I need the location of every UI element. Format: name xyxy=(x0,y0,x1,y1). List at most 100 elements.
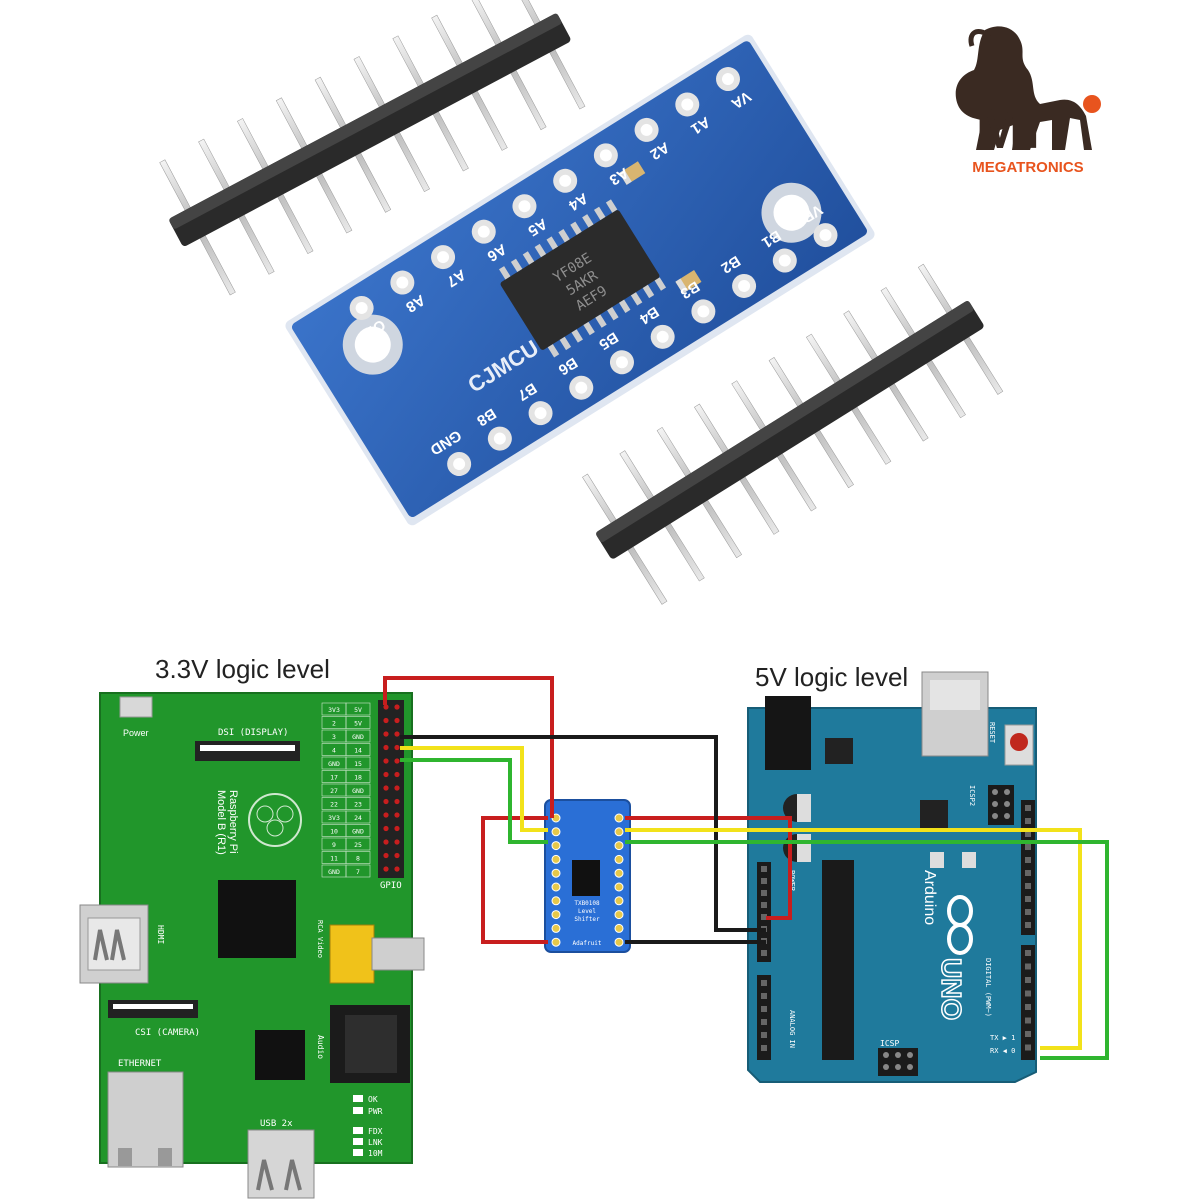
rpi-power-label: Power xyxy=(123,728,149,738)
rpi-pin-number: 17 xyxy=(330,774,338,782)
header-socket xyxy=(761,950,767,956)
chip-leg xyxy=(510,258,523,273)
pcb-pad-hole xyxy=(493,432,506,445)
shifter-pad xyxy=(614,813,624,823)
rpi-title-1: Raspberry Pi xyxy=(227,790,239,854)
shifter-pad xyxy=(551,923,561,933)
gpio-pin xyxy=(394,771,400,778)
rpi-pin-number: 22 xyxy=(330,801,338,809)
header-socket xyxy=(1025,818,1031,824)
icsp-pin xyxy=(895,1064,901,1070)
icsp-pin xyxy=(883,1064,889,1070)
arduino-uno-board: RESET ICSP2 Arduino UNO ICSP xyxy=(747,671,1037,1083)
icsp-pin xyxy=(895,1052,901,1058)
wires xyxy=(383,676,1109,1060)
shifter-label-3: Shifter xyxy=(574,916,600,923)
pcb-pad-hole xyxy=(437,251,450,264)
gpio-pin xyxy=(394,839,400,845)
header-socket xyxy=(761,890,767,896)
rpi-pin-number: 18 xyxy=(354,774,362,782)
arduino-digital-label: DIGITAL (PWM~) xyxy=(984,958,992,1017)
gpio-pin xyxy=(394,812,400,818)
arduino-model: UNO xyxy=(936,958,967,1020)
chip-leg xyxy=(570,221,582,235)
led-label: OK xyxy=(368,1095,378,1104)
shifter-pad xyxy=(551,937,561,947)
header-socket xyxy=(1025,883,1031,889)
wire-gnd-rpi xyxy=(400,735,766,932)
rpi-pin-number: GND xyxy=(328,868,340,876)
gpio-pin xyxy=(383,825,389,832)
shifter-pad xyxy=(551,868,561,878)
arduino-icsp-label: ICSP xyxy=(880,1039,899,1048)
gpio-pin xyxy=(394,744,400,751)
left-caption: 3.3V logic level xyxy=(155,654,330,684)
header-socket xyxy=(1025,922,1031,928)
rpi-pin-number: 9 xyxy=(332,841,336,849)
rpi-pin-number: 14 xyxy=(354,747,362,755)
chip-leg xyxy=(522,251,535,265)
chip-leg xyxy=(619,299,631,313)
header-socket xyxy=(761,1006,767,1012)
shifter-pad xyxy=(551,827,561,837)
pcb-pad-hole xyxy=(396,276,409,289)
gpio-pin xyxy=(383,758,389,764)
rpi-usb-label: USB 2x xyxy=(260,1119,293,1129)
icsp-pin xyxy=(1004,813,1010,819)
gpio-pin xyxy=(394,825,400,832)
rpi-pin-number: GND xyxy=(352,787,364,795)
shifter-pad xyxy=(614,827,624,837)
status-led xyxy=(353,1149,363,1156)
icsp-pin xyxy=(992,813,998,819)
gpio-pin xyxy=(383,866,389,872)
led-label: 10M xyxy=(368,1149,383,1158)
chip-leg xyxy=(583,321,595,336)
pin-header-top xyxy=(159,0,586,296)
icsp-pin xyxy=(1004,789,1010,795)
status-led xyxy=(353,1138,363,1145)
gpio-pin xyxy=(394,758,400,764)
rpi-csi-label: CSI (CAMERA) xyxy=(135,1028,200,1038)
wiring-diagram: 3.3V logic level 5V logic level Power DS… xyxy=(79,654,1109,1199)
shifter-pad xyxy=(614,841,624,851)
shifter-pad xyxy=(614,896,624,906)
gpio-pin xyxy=(383,798,389,805)
chip-leg xyxy=(607,307,619,321)
rpi-pin-number: 23 xyxy=(354,801,362,809)
gpio-pin xyxy=(394,798,400,805)
rpi-pin-number: 4 xyxy=(332,747,336,755)
pcb-pad-hole xyxy=(721,73,734,86)
chip-leg xyxy=(593,206,606,221)
wire-rx xyxy=(400,758,548,844)
arduino-logo-icon xyxy=(947,895,973,955)
chip-leg xyxy=(582,214,594,228)
gpio-pin xyxy=(394,852,400,859)
shifter-label-1: TXB0108 xyxy=(574,900,600,907)
rpi-pin-number: 24 xyxy=(354,814,362,822)
header-socket xyxy=(761,902,767,908)
icsp-pin xyxy=(907,1052,913,1058)
led-label: LNK xyxy=(368,1138,383,1147)
rpi-hdmi-label: HDMI xyxy=(156,925,165,944)
header-socket xyxy=(761,866,767,872)
icsp-pin xyxy=(992,801,998,807)
header-socket xyxy=(1025,1031,1031,1037)
pcb-pad-hole xyxy=(778,254,791,267)
rpi-pin-number: 5V xyxy=(354,706,362,714)
raspberry-logo-icon xyxy=(248,793,302,847)
goat-icon xyxy=(955,26,1092,150)
gpio-pin xyxy=(394,731,400,737)
status-led xyxy=(353,1107,363,1114)
icsp-pin xyxy=(992,789,998,795)
arduino-reset-label: RESET xyxy=(988,722,996,744)
shifter-pad xyxy=(551,910,561,920)
rpi-pin-number: 25 xyxy=(354,841,362,849)
rpi-ethernet-label: ETHERNET xyxy=(118,1059,162,1069)
chip-leg xyxy=(642,284,655,299)
reset-button xyxy=(1010,733,1028,751)
header-socket xyxy=(1025,831,1031,837)
pcb-pad-hole xyxy=(575,381,588,394)
shifter-pad xyxy=(614,882,624,892)
shifter-pad xyxy=(614,937,624,947)
